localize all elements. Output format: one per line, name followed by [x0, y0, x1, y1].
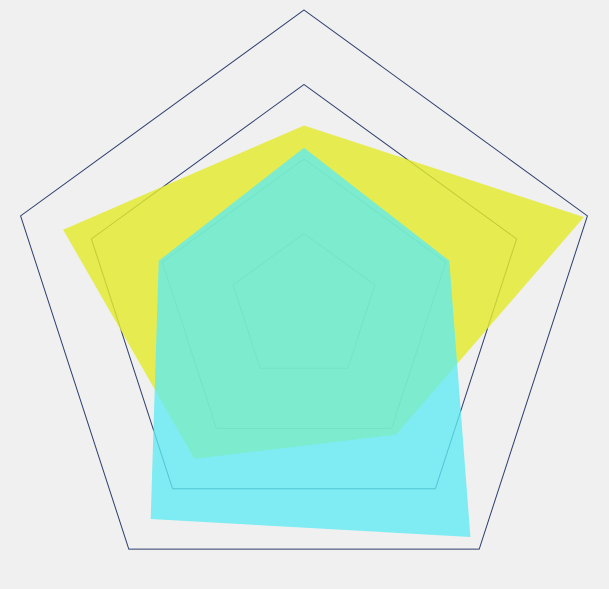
- grid-ring-4: [20, 9, 588, 550]
- radar-series-layer: [63, 125, 584, 538]
- series-area-2: [150, 147, 471, 538]
